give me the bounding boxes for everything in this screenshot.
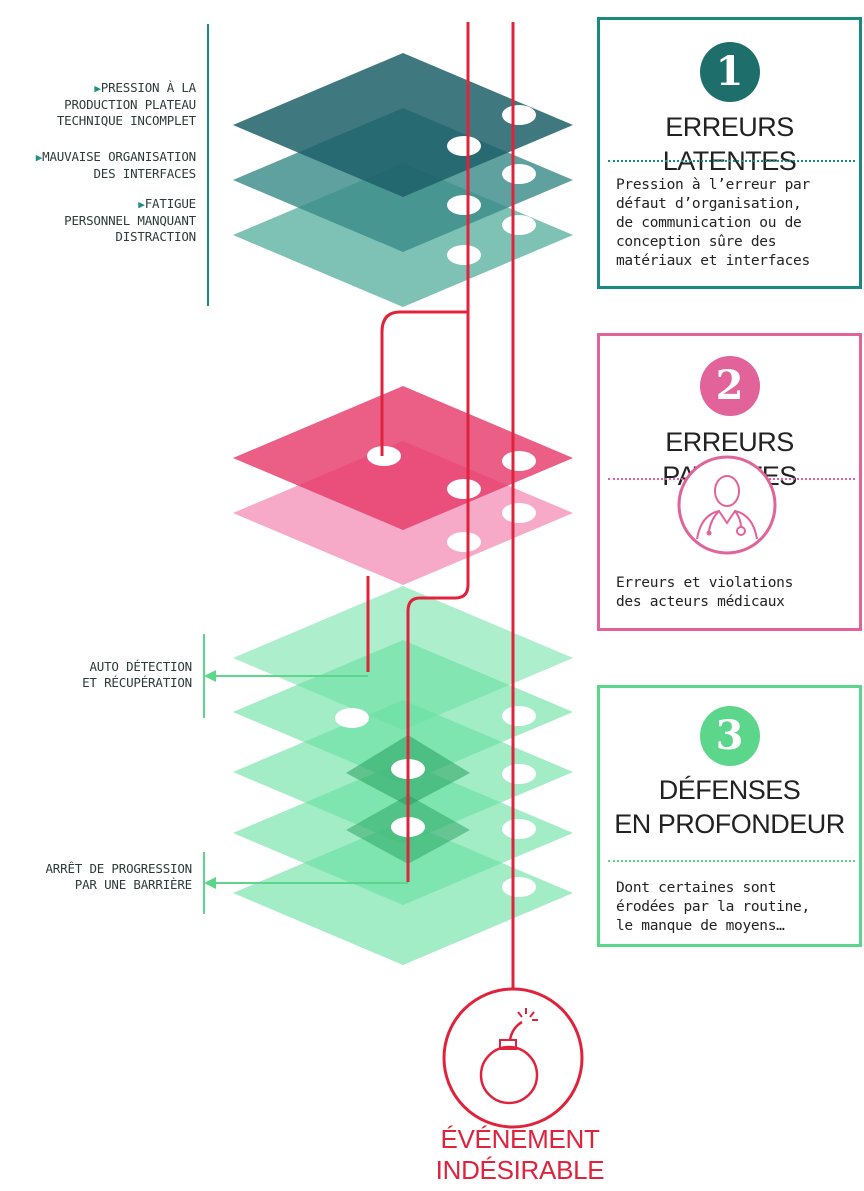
layer-hole — [502, 706, 536, 726]
layer-hole — [502, 764, 536, 784]
layer-hole — [502, 819, 536, 839]
panel-erreurs-patentes: 2 ERREURS PATENTES Erreurs et violations… — [597, 333, 862, 631]
arrow-marker-icon: ▶ — [138, 198, 145, 211]
arrow-head-icon — [204, 877, 216, 889]
event-circle — [442, 987, 584, 1129]
defense-layer — [233, 586, 573, 730]
layer-hole — [447, 195, 481, 215]
layer-hole — [502, 215, 536, 235]
patent-layer — [233, 386, 573, 530]
panel-erreurs-latentes: 1 ERREURS LATENTES Pression à l’erreur p… — [597, 17, 862, 289]
layer-hole — [447, 479, 481, 499]
detection-bar — [203, 634, 205, 718]
layer-hole — [335, 708, 369, 728]
number-badge-1: 1 — [699, 42, 760, 102]
label-arret: ARRÊT DE PROGRESSION PAR UNE BARRIÈRE — [45, 861, 192, 892]
trajectory-line — [406, 312, 470, 882]
bomb-icon — [479, 1045, 539, 1105]
layer-hole — [502, 877, 536, 897]
panel-description-patentes: Erreurs et violations des acteurs médica… — [616, 575, 794, 610]
layer-hole — [447, 245, 481, 265]
panel-description-defenses: Dont certaines sont érodées par la routi… — [616, 880, 810, 934]
arrow-marker-icon: ▶ — [35, 151, 43, 164]
label-auto-detection: AUTO DÉTECTION ET RÉCUPÉRATION — [82, 659, 192, 690]
final-event-label: ÉVÉNEMENT INDÉSIRABLE — [435, 1124, 605, 1185]
layer-hole — [367, 446, 401, 466]
bomb-fuse — [508, 1020, 523, 1041]
number-badge-3: 3 — [699, 706, 760, 766]
layer-hole — [502, 451, 536, 471]
trajectory-line — [380, 22, 470, 456]
divider — [608, 860, 855, 862]
panel-description-latentes: Pression à l’erreur par défaut d’organis… — [616, 177, 810, 269]
arrow-marker-icon: ▶ — [94, 82, 101, 95]
bomb-cap — [499, 1039, 517, 1050]
arrow-head-icon — [204, 670, 216, 682]
divider — [608, 160, 855, 162]
layer-hole — [502, 164, 536, 184]
latent-layer — [233, 53, 573, 197]
label-pression: ▶PRESSION À LA PRODUCTION PLATEAU TECHNI… — [56, 80, 196, 128]
layer-hole — [447, 532, 481, 552]
panel-title-latentes: ERREURS LATENTES — [662, 112, 797, 176]
panel-defenses: 3 DÉFENSES EN PROFONDEUR Dont certaines … — [597, 685, 862, 947]
layer-hole — [502, 503, 536, 523]
panel-title-defenses: DÉFENSES EN PROFONDEUR — [614, 775, 845, 839]
spark-icon — [517, 1008, 538, 1021]
latent-factors-bar — [207, 24, 209, 306]
doctor-icon — [677, 455, 777, 555]
number-badge-2: 2 — [699, 356, 760, 416]
layer-hole — [502, 105, 536, 125]
label-organisation: ▶MAUVAISE ORGANISATION DES INTERFACES — [35, 149, 196, 181]
label-fatigue: ▶FATIGUE PERSONNEL MANQUANT DISTRACTION — [64, 196, 196, 244]
layer-hole — [447, 136, 481, 156]
barrier-bar — [203, 852, 205, 914]
